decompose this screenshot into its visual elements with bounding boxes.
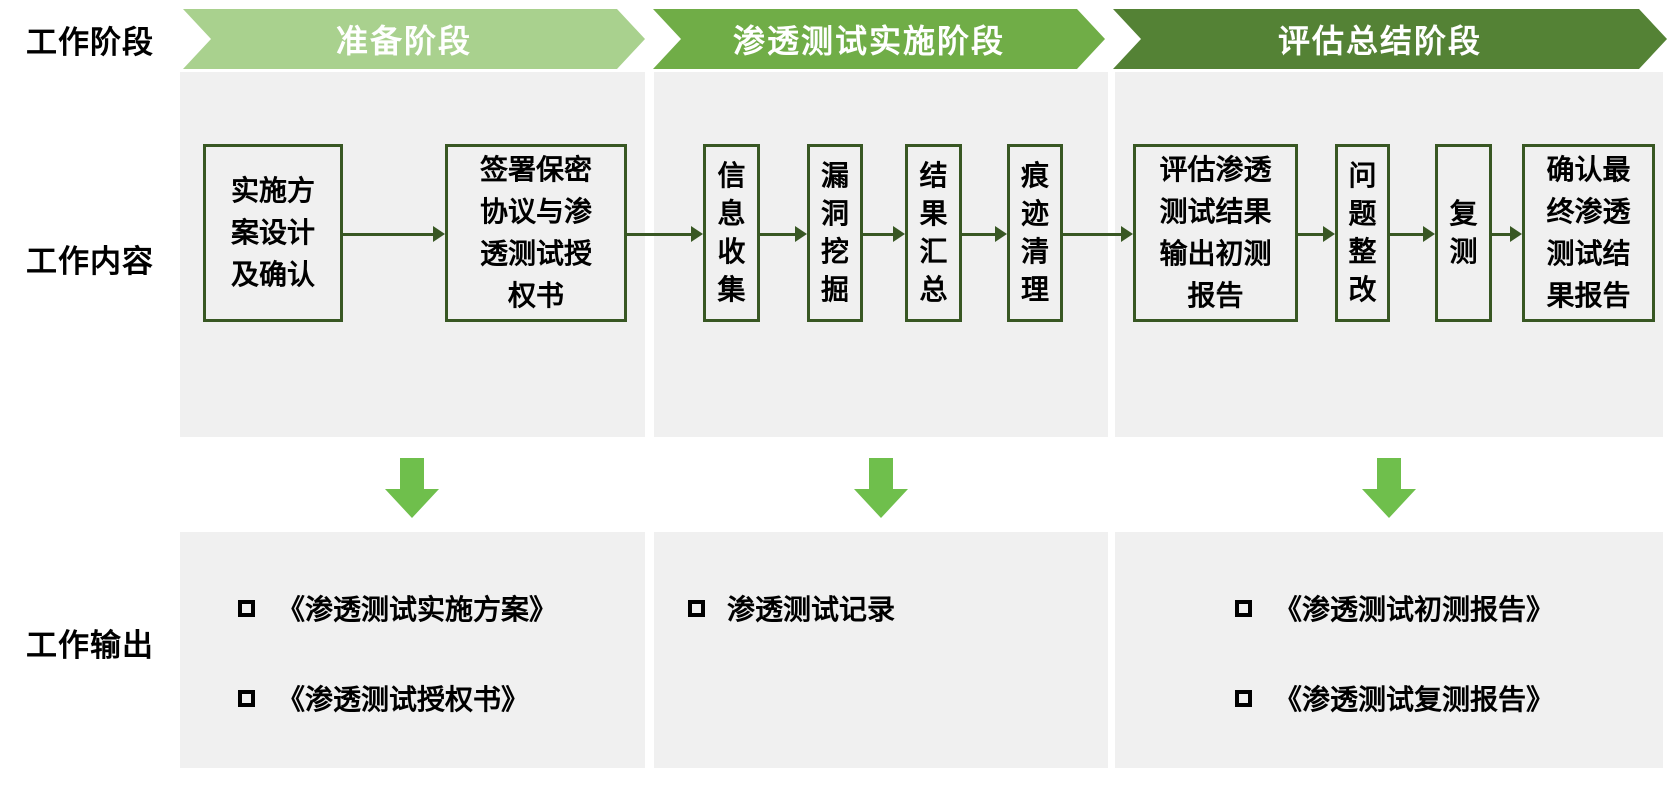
phase-banner-implementation: 渗透测试实施阶段 (653, 9, 1105, 69)
output-item: 渗透测试记录 (688, 588, 895, 628)
square-bullet-icon (238, 689, 255, 707)
row-label-output: 工作输出 (26, 627, 154, 663)
flow-arrow-icon (1492, 226, 1522, 242)
output-panel-2 (654, 532, 1108, 768)
output-item: 《渗透测试授权书》 (238, 678, 529, 718)
phase-banner-evaluation: 评估总结阶段 (1113, 9, 1667, 69)
square-bullet-icon (238, 599, 255, 617)
down-arrow-icon (1362, 458, 1416, 518)
flow-arrow-icon (962, 226, 1007, 242)
step-box-final-report: 确认最 终渗透 测试结 果报告 (1522, 144, 1655, 322)
step-box-initial-report: 评估渗透 测试结果 输出初测 报告 (1133, 144, 1298, 322)
output-item: 《渗透测试复测报告》 (1235, 678, 1554, 718)
flow-arrow-icon (1298, 226, 1335, 242)
square-bullet-icon (688, 599, 705, 617)
output-item-label: 渗透测试记录 (727, 594, 896, 625)
step-box-result-summary: 结 果 汇 总 (905, 144, 962, 322)
square-bullet-icon (1235, 689, 1252, 707)
down-arrow-icon (385, 458, 439, 518)
flow-arrow-icon (863, 226, 905, 242)
output-item: 《渗透测试初测报告》 (1235, 588, 1554, 628)
output-item-label: 《渗透测试授权书》 (277, 684, 530, 715)
step-box-nda-authorization: 签署保密 协议与渗 透测试授 权书 (445, 144, 627, 322)
step-box-retest: 复 测 (1435, 144, 1492, 322)
step-box-info-gathering: 信 息 收 集 (703, 144, 760, 322)
step-box-issue-remediation: 问 题 整 改 (1335, 144, 1390, 322)
output-item-label: 《渗透测试复测报告》 (1274, 684, 1555, 715)
step-box-plan-design: 实施方 案设计 及确认 (203, 144, 343, 322)
flow-arrow-icon (760, 226, 807, 242)
flow-arrow-icon (343, 226, 445, 242)
square-bullet-icon (1235, 599, 1252, 617)
output-item-label: 《渗透测试初测报告》 (1274, 594, 1555, 625)
output-panel-1 (180, 532, 645, 768)
row-label-phase: 工作阶段 (26, 24, 154, 60)
output-item-label: 《渗透测试实施方案》 (277, 594, 558, 625)
flow-arrow-icon (1063, 226, 1133, 242)
output-item: 《渗透测试实施方案》 (238, 588, 557, 628)
step-box-trace-cleanup: 痕 迹 清 理 (1007, 144, 1063, 322)
output-panel-3 (1115, 532, 1663, 768)
row-label-content: 工作内容 (26, 243, 154, 279)
flow-arrow-icon (627, 226, 703, 242)
down-arrow-icon (854, 458, 908, 518)
phase-banner-preparation: 准备阶段 (183, 9, 645, 69)
flow-arrow-icon (1390, 226, 1435, 242)
step-box-vuln-mining: 漏 洞 挖 掘 (807, 144, 863, 322)
